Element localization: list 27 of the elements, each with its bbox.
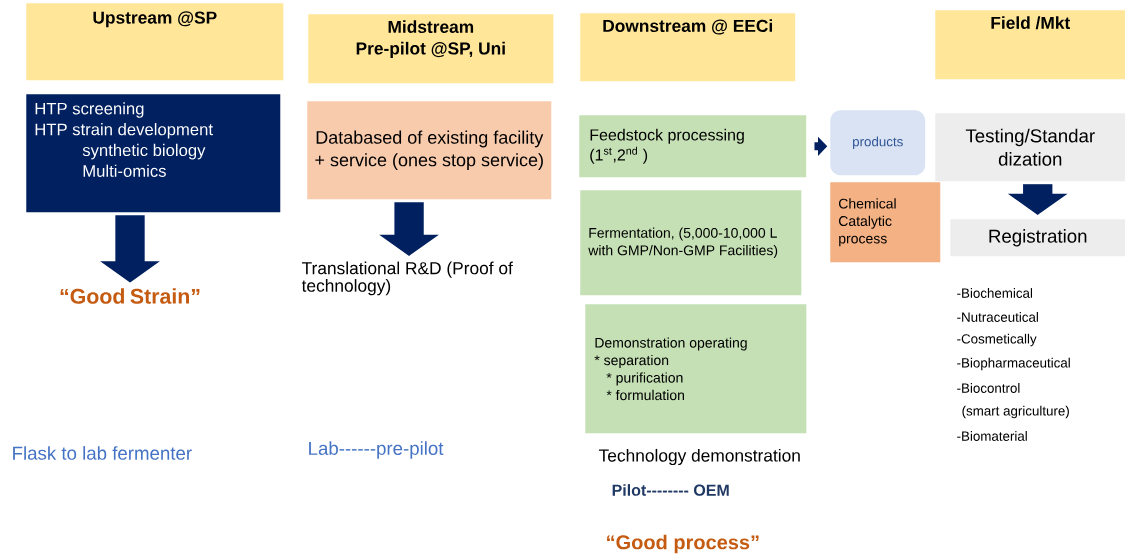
process-box: Testing/Standar dization [935, 113, 1125, 182]
list-item: -Nutraceutical [957, 312, 1038, 322]
rounded-box: products [830, 110, 926, 176]
process-box: HTP screening HTP strain development synthetic biology Multi-omics [26, 94, 281, 213]
process-box: Registration [950, 219, 1125, 257]
process-box: Feedstock processing (1$^{st}$,2$^{nd}$ ) [579, 115, 807, 178]
process-box: Demonstration operating * separation * purification * formulation [585, 304, 807, 434]
list-item: -Biomaterial [957, 431, 1027, 441]
list-item: -Biochemical [957, 288, 1032, 298]
list-item: -Biopharmaceutical [957, 357, 1070, 371]
header-box: Downstream @ EECi [580, 13, 796, 82]
process-box: Fermentation, (5,000-10,000 L with GMP/Non-GMP Facilities) [580, 190, 802, 296]
header-box: Field /Mkt [935, 10, 1125, 80]
list-item: (smart agriculture) [962, 405, 1069, 419]
outcome-text: Translational R&D (Proof of technology) [301, 261, 513, 296]
note-text: Technology demonstration [599, 448, 800, 466]
note-text: “Good process” [607, 534, 759, 554]
note-text: Pilot-------- OEM [612, 484, 729, 496]
list-item: -Biocontrol [957, 383, 1020, 393]
process-box: Chemical Catalytic process [830, 182, 941, 263]
process-box: Databased of existing facility + service (ones stop service) [307, 101, 552, 200]
header-box: Upstream @SP [26, 3, 284, 81]
list-item: -Cosmetically [957, 333, 1037, 347]
note-text: Lab------pre-pilot [309, 441, 444, 459]
outcome-text: “Good Strain” [60, 288, 200, 304]
header-box: Midstream Pre-pilot @SP, Uni [308, 14, 554, 84]
note-text: Flask to lab fermenter [13, 446, 192, 460]
